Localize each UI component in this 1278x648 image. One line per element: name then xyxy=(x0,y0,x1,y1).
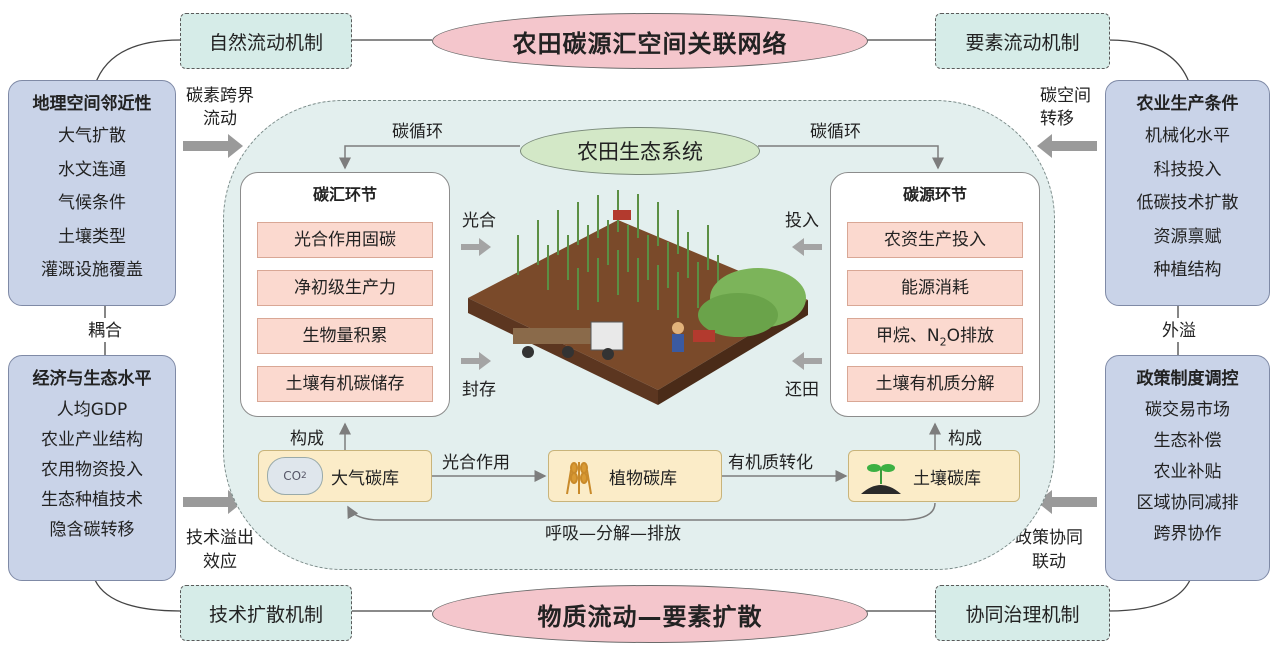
spillover-label: 外溢 xyxy=(1162,321,1196,341)
storage-label: 封存 xyxy=(462,380,496,400)
return-field-label: 还田 xyxy=(785,380,819,400)
panel-item: 低碳技术扩散 xyxy=(1136,193,1239,213)
tech-diffusion-mechanism: 技术扩散机制 xyxy=(180,585,352,641)
network-title: 农田碳源汇空间关联网络 xyxy=(432,13,868,69)
plant-pool-label: 植物碳库 xyxy=(609,468,677,489)
farmland-illustration xyxy=(468,190,808,405)
subscript-2: 2 xyxy=(939,335,947,349)
panel-item: 农业补贴 xyxy=(1153,462,1222,482)
panel-title: 农业生产条件 xyxy=(1136,94,1239,114)
panel-item: 水文连通 xyxy=(58,159,126,180)
factor-flow-mechanism: 要素流动机制 xyxy=(935,13,1110,69)
panel-title: 经济与生态水平 xyxy=(32,369,152,389)
wheat-icon xyxy=(566,462,592,495)
panel-item: 灌溉设施覆盖 xyxy=(41,260,143,280)
panel-item: 碳交易市场 xyxy=(1145,400,1230,420)
carbon-cycle-left-arrow xyxy=(339,145,520,170)
compose-right-label: 构成 xyxy=(948,429,982,449)
sink-item: 光合作用固碳 xyxy=(257,222,433,258)
panel-item: 人均GDP xyxy=(56,400,128,420)
source-item: 农资生产投入 xyxy=(847,222,1023,258)
source-item: 土壤有机质分解 xyxy=(847,366,1023,402)
arrow-policy-linkage xyxy=(1037,490,1097,514)
panel-title: 地理空间邻近性 xyxy=(32,94,152,114)
plant-pool: 植物碳库 xyxy=(548,450,722,502)
return-field-arrow xyxy=(792,352,822,370)
panel-item: 机械化水平 xyxy=(1145,126,1230,146)
emissions-text-a: 甲烷、N xyxy=(875,326,940,346)
carbon-cycle-right-arrow xyxy=(758,145,944,170)
panel-item: 隐含碳转移 xyxy=(49,520,135,540)
sprout-icon xyxy=(861,464,901,494)
panel-item: 科技投入 xyxy=(1153,159,1222,180)
corner-curve-br xyxy=(1107,579,1191,612)
corner-curve-bl xyxy=(94,579,181,612)
carbon-flow-label-1: 碳素跨界 xyxy=(186,86,254,106)
policy-linkage-label-2: 联动 xyxy=(1032,552,1066,572)
panel-title: 政策制度调控 xyxy=(1136,369,1239,389)
ecosystem-title: 农田生态系统 xyxy=(520,127,760,175)
panel-item: 生态补偿 xyxy=(1153,431,1222,451)
panel-item: 土壤类型 xyxy=(58,226,126,247)
carbon-cycle-right-label: 碳循环 xyxy=(810,122,861,142)
arrow-spatial-transfer xyxy=(1037,134,1097,158)
co-governance-mechanism: 协同治理机制 xyxy=(935,585,1110,641)
emissions-text-b: O排放 xyxy=(946,326,995,346)
respiration-label: 呼吸—分解—排放 xyxy=(545,524,681,544)
coupling-label: 耦合 xyxy=(88,321,122,341)
sink-item: 土壤有机碳储存 xyxy=(257,366,433,402)
carbon-cycle-left-label: 碳循环 xyxy=(392,122,443,142)
panel-agri-production: 农业生产条件 机械化水平 科技投入 低碳技术扩散 资源禀赋 种植结构 xyxy=(1105,80,1270,306)
panel-item: 气候条件 xyxy=(58,193,126,213)
panel-item: 大气扩散 xyxy=(58,126,126,146)
co2-subscript: 2 xyxy=(301,471,307,481)
panel-item: 跨界协作 xyxy=(1153,524,1222,544)
panel-item: 农业产业结构 xyxy=(41,430,143,450)
photosynthesis-arrow xyxy=(461,238,491,256)
tech-spillover-label-2: 效应 xyxy=(203,552,237,572)
carbon-sink-title: 碳汇环节 xyxy=(312,185,377,204)
natural-flow-mechanism: 自然流动机制 xyxy=(180,13,352,69)
atmosphere-pool-label: 大气碳库 xyxy=(331,468,399,489)
input-arrow xyxy=(792,238,822,256)
tech-spillover-label-1: 技术溢出 xyxy=(186,528,254,548)
storage-arrow xyxy=(461,352,491,370)
compose-left-label: 构成 xyxy=(290,429,324,449)
soil-pool: 土壤碳库 xyxy=(848,450,1020,502)
sink-item: 生物量积累 xyxy=(257,318,433,354)
respiration-arrow xyxy=(347,502,936,521)
corner-curve-tr xyxy=(1107,39,1191,86)
panel-economy-ecology: 经济与生态水平 人均GDP 农业产业结构 农用物资投入 生态种植技术 隐含碳转移 xyxy=(8,355,176,581)
arrow-carbon-flow xyxy=(183,134,243,158)
panel-item: 资源禀赋 xyxy=(1153,226,1222,247)
flow-diffusion-title: 物质流动—要素扩散 xyxy=(432,585,868,643)
source-item-emissions: 甲烷、N2O排放 xyxy=(847,318,1023,354)
spatial-transfer-label-1: 碳空间 xyxy=(1040,86,1091,106)
corner-curve-tl xyxy=(94,39,181,86)
panel-policy-regulation: 政策制度调控 碳交易市场 生态补偿 农业补贴 区域协同减排 跨界协作 xyxy=(1105,355,1270,581)
spatial-transfer-label-2: 转移 xyxy=(1040,109,1074,129)
photosynthesis-label: 光合 xyxy=(462,211,496,231)
policy-linkage-label-1: 政策协同 xyxy=(1015,528,1083,548)
source-item: 能源消耗 xyxy=(847,270,1023,306)
panel-item: 生态种植技术 xyxy=(41,490,143,510)
sink-item: 净初级生产力 xyxy=(257,270,433,306)
panel-item: 农用物资投入 xyxy=(41,460,143,480)
arrow-tech-spillover xyxy=(183,490,243,514)
input-label: 投入 xyxy=(785,211,819,231)
panel-item: 种植结构 xyxy=(1153,260,1222,280)
panel-geographic-proximity: 地理空间邻近性 大气扩散 水文连通 气候条件 土壤类型 灌溉设施覆盖 xyxy=(8,80,176,306)
soil-pool-label: 土壤碳库 xyxy=(913,468,981,489)
co2-text: CO xyxy=(283,469,302,483)
carbon-source-title: 碳源环节 xyxy=(902,185,967,204)
organic-transform-label: 有机质转化 xyxy=(728,453,813,473)
carbon-flow-label-2: 流动 xyxy=(203,109,237,129)
photo-action-label: 光合作用 xyxy=(442,453,510,473)
panel-item: 区域协同减排 xyxy=(1136,493,1239,513)
